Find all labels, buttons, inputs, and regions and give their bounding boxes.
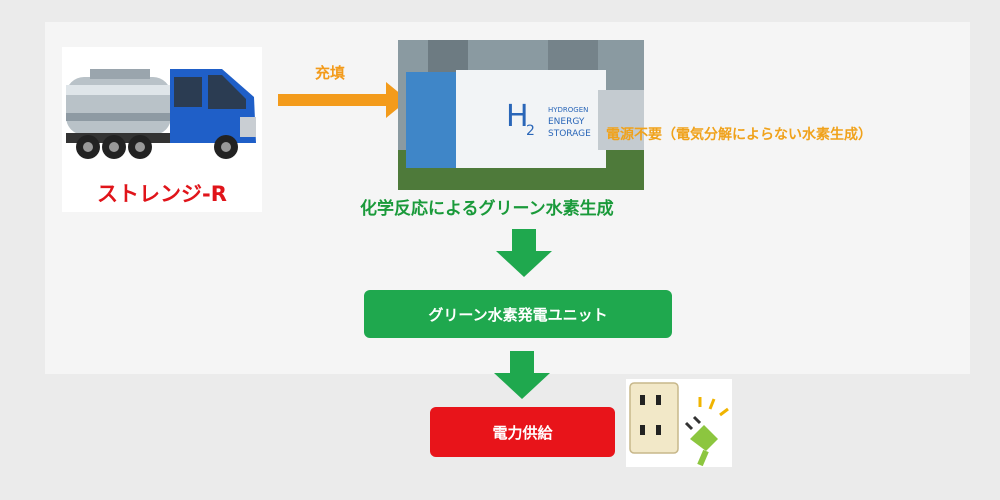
power-not-required-note: 電源不要（電気分解によらない水素生成） xyxy=(606,127,872,143)
green-hydrogen-generator-box: グリーン水素発電ユニット xyxy=(364,290,672,338)
container-text-hydrogen: HYDROGEN xyxy=(548,106,588,114)
truck-name-label: ストレンジ-R xyxy=(97,182,227,206)
fill-arrow xyxy=(278,82,408,118)
container-h2-sub: 2 xyxy=(526,123,535,139)
down-arrow-1 xyxy=(496,229,552,277)
chemical-reaction-label: 化学反応によるグリーン水素生成 xyxy=(360,199,614,219)
container-text-storage: STORAGE xyxy=(548,129,591,139)
power-outlet-icon xyxy=(626,379,732,467)
fill-label: 充填 xyxy=(315,64,346,82)
power-supply-box: 電力供給 xyxy=(430,407,615,457)
container-text-energy: ENERGY xyxy=(548,117,585,127)
tanker-truck-image xyxy=(62,47,262,212)
down-arrow-2 xyxy=(494,351,550,399)
container-h2-text: H xyxy=(506,99,529,134)
hydrogen-container-image: H 2 HYDROGEN ENERGY STORAGE xyxy=(398,40,644,190)
plug-icon xyxy=(684,397,729,467)
